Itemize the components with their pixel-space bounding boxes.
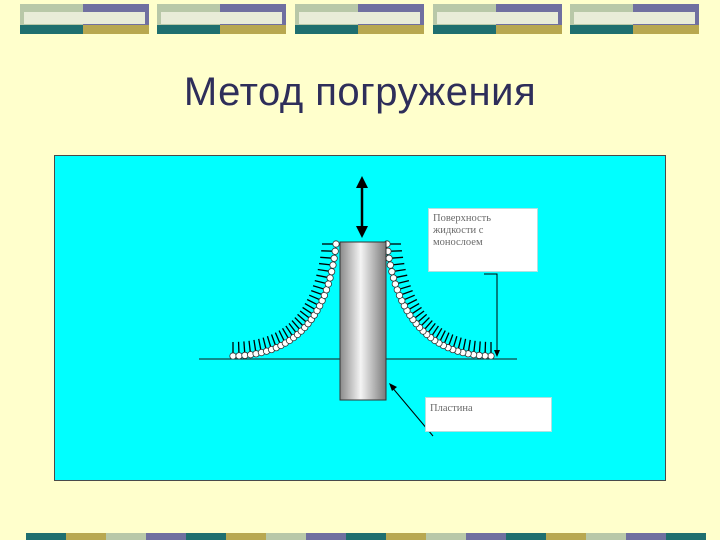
decorative-block	[433, 4, 496, 13]
decorative-block	[299, 12, 420, 24]
plate	[339, 241, 387, 401]
molecule-head	[326, 274, 334, 282]
bottom-decorative-band	[0, 533, 720, 540]
molecule-head	[329, 261, 337, 269]
decorative-block	[574, 12, 695, 24]
decorative-block	[106, 533, 146, 540]
molecule-head	[388, 268, 396, 276]
plate-label: Пластина	[425, 397, 552, 432]
decorative-block	[570, 4, 633, 13]
molecule-head	[389, 274, 398, 282]
diagram-panel: Поверхность жидкости с монослоем Пластин…	[54, 155, 666, 481]
decorative-block	[83, 4, 149, 13]
molecule-head	[487, 352, 495, 360]
decorative-block	[266, 533, 306, 540]
molecule-head	[386, 261, 394, 269]
molecule-head	[324, 280, 332, 288]
decorative-block	[220, 4, 286, 13]
decorative-block	[666, 533, 706, 540]
dipping-diagram	[199, 176, 517, 437]
molecule-head	[332, 240, 340, 248]
decorative-block	[570, 25, 633, 34]
decorative-block	[24, 12, 145, 24]
decorative-block	[358, 4, 424, 13]
decorative-block	[161, 12, 282, 24]
slide-title: Метод погружения	[183, 70, 537, 114]
double-arrow-icon	[356, 176, 368, 238]
decorative-block	[66, 533, 106, 540]
decorative-block	[220, 25, 286, 34]
surface-leader-line	[484, 273, 498, 352]
decorative-block	[157, 25, 220, 34]
decorative-block	[226, 533, 266, 540]
decorative-block	[437, 12, 558, 24]
decorative-block	[546, 533, 586, 540]
decorative-block	[20, 4, 83, 13]
decorative-block	[496, 25, 562, 34]
molecule-head	[328, 268, 336, 276]
molecule-head	[235, 352, 243, 360]
decorative-block	[295, 25, 358, 34]
decorative-block	[506, 533, 546, 540]
surface-label: Поверхность жидкости с монослоем	[428, 208, 538, 272]
decorative-block	[433, 25, 496, 34]
molecule-head	[385, 254, 393, 262]
molecule-head	[330, 254, 338, 262]
decorative-block	[586, 533, 626, 540]
decorative-block	[386, 533, 426, 540]
molecule-head	[331, 247, 339, 255]
decorative-block	[295, 4, 358, 13]
monolayer-molecules	[229, 240, 495, 360]
decorative-block	[83, 25, 149, 34]
decorative-block	[306, 533, 346, 540]
decorative-block	[426, 533, 466, 540]
decorative-block	[626, 533, 666, 540]
decorative-block	[633, 25, 699, 34]
top-decorative-band	[0, 4, 720, 34]
decorative-block	[186, 533, 226, 540]
decorative-block	[157, 4, 220, 13]
decorative-block	[633, 4, 699, 13]
decorative-block	[466, 533, 506, 540]
molecule-head	[391, 280, 399, 288]
decorative-block	[146, 533, 186, 540]
decorative-block	[20, 25, 83, 34]
decorative-block	[358, 25, 424, 34]
molecule-head	[229, 352, 237, 360]
decorative-block	[26, 533, 66, 540]
decorative-block	[346, 533, 386, 540]
decorative-block	[496, 4, 562, 13]
